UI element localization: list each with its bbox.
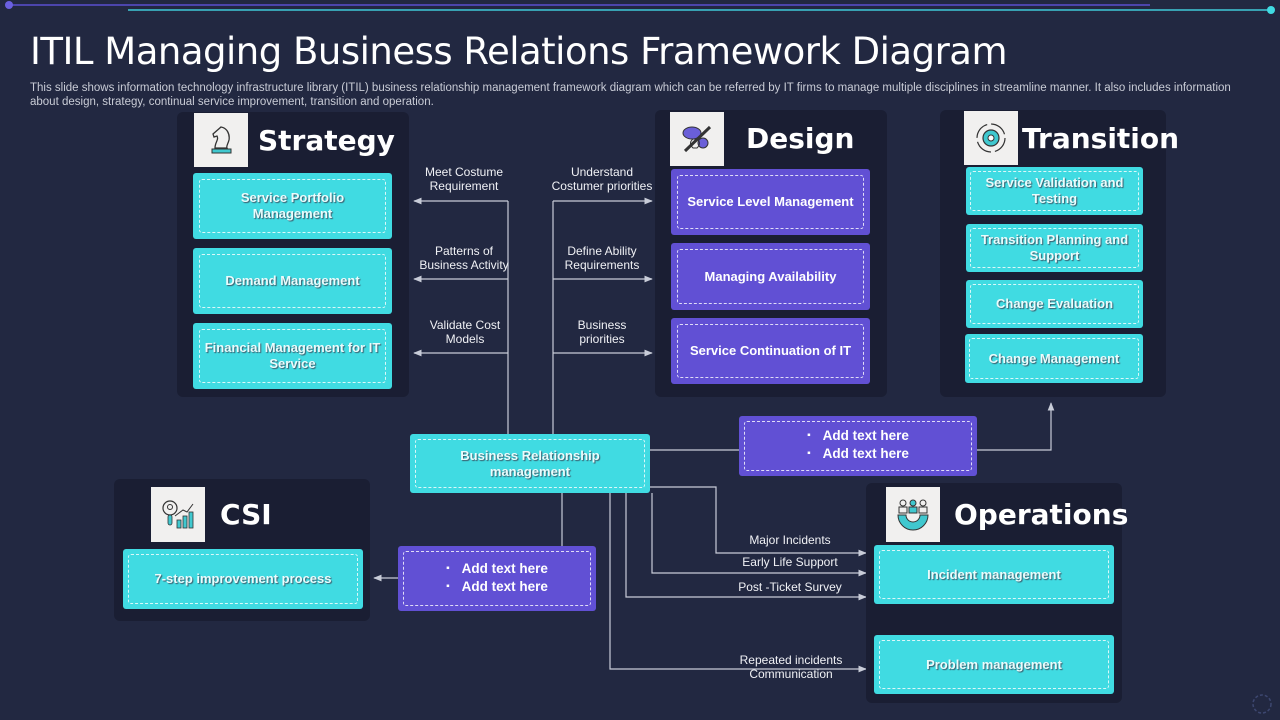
transition-item-label: Service Validation and Testing [970,171,1139,211]
team-gear-icon [886,487,940,542]
transition-item[interactable]: Transition Planning and Support [966,224,1143,272]
strategy-item[interactable]: Demand Management [193,248,392,314]
operations-item[interactable]: Incident management [874,545,1114,604]
transition-heading: Transition [1022,122,1180,155]
note-bullet-list: Add text here Add text here [807,428,909,464]
csi-note-box[interactable]: Add text here Add text here [398,546,596,611]
connector-label: Major Incidents [749,533,831,547]
connector-label: Meet Costume Requirement [424,165,504,193]
idea-design-icon [670,112,724,166]
connector-label: Post -Ticket Survey [738,580,842,594]
connector-label: Business priorities [577,318,627,346]
business-relationship-box[interactable]: Business Relationship management [410,434,650,493]
strategy-item-label: Financial Management for IT Service [199,329,386,383]
transition-item[interactable]: Service Validation and Testing [966,167,1143,215]
operations-item-label: Incident management [879,550,1109,599]
note-bullet: Add text here [807,446,909,464]
strategy-item[interactable]: Financial Management for IT Service [193,323,392,389]
transition-item[interactable]: Change Evaluation [966,280,1143,328]
operations-heading: Operations [954,498,1129,531]
transition-item[interactable]: Change Management [965,334,1143,383]
note-bullet: Add text here [446,561,548,579]
operations-item[interactable]: Problem management [874,635,1114,694]
analytics-growth-icon [151,487,205,542]
connector-label: Understand Costumer priorities [551,165,653,193]
note-bullet-list: Add text here Add text here [446,561,548,597]
connector-label: Validate Cost Models [429,318,501,346]
design-item[interactable]: Service Level Management [671,169,870,235]
connector-label: Patterns of Business Activity [419,244,509,272]
csi-item-label: 7-step improvement process [128,554,358,604]
operations-item-label: Problem management [879,640,1109,689]
connector-label: Early Life Support [742,555,838,569]
page-title: ITIL Managing Business Relations Framewo… [30,30,1008,73]
gear-cycle-icon [964,111,1018,165]
design-item-label: Service Level Management [677,175,864,229]
connector-label: Define Ability Requirements [564,244,640,272]
transition-item-label: Change Management [969,338,1139,379]
strategy-item-label: Service Portfolio Management [199,179,386,233]
connector-label: Repeated incidents Communication [739,653,843,681]
transition-note-inner: Add text here Add text here [744,421,972,471]
note-bullet: Add text here [446,579,548,597]
transition-item-label: Change Evaluation [970,284,1139,324]
transition-note-box[interactable]: Add text here Add text here [739,416,977,476]
design-item-label: Managing Availability [677,249,864,304]
design-item[interactable]: Service Continuation of IT [671,318,870,384]
note-bullet: Add text here [807,428,909,446]
transition-item-label: Transition Planning and Support [970,228,1139,268]
design-heading: Design [746,122,855,155]
csi-note-inner: Add text here Add text here [403,551,591,606]
design-item-label: Service Continuation of IT [677,324,864,378]
strategy-item[interactable]: Service Portfolio Management [193,173,392,239]
csi-heading: CSI [220,498,272,531]
strategy-heading: Strategy [258,124,395,157]
chess-knight-icon [194,113,248,167]
csi-item[interactable]: 7-step improvement process [123,549,363,609]
business-relationship-label: Business Relationship management [415,439,645,488]
design-item[interactable]: Managing Availability [671,243,870,310]
page-subtitle: This slide shows information technology … [30,82,1231,108]
strategy-item-label: Demand Management [199,254,386,308]
